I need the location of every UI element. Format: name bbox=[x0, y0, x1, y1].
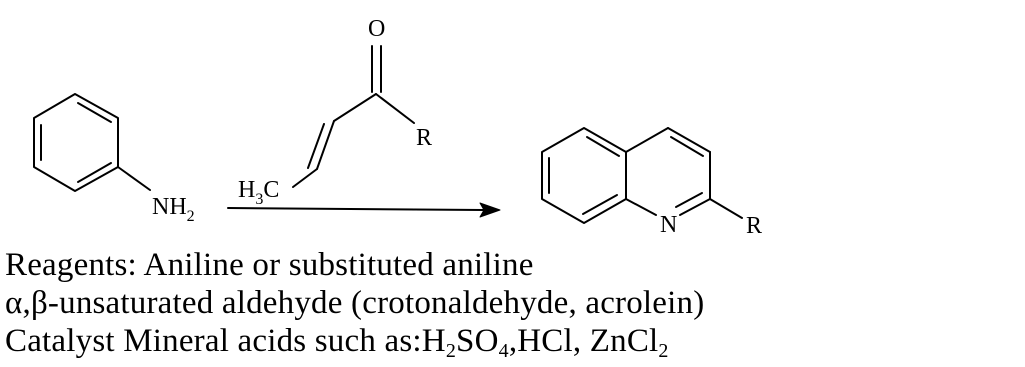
reaction-arrow bbox=[227, 202, 501, 218]
catalyst-subscript: 4 bbox=[498, 340, 509, 362]
catalyst-caption-prefix: Catalyst Mineral acids such as:H bbox=[5, 323, 446, 359]
catalyst-caption-part: SO bbox=[456, 323, 499, 359]
quinoline-inner-bond bbox=[670, 136, 704, 157]
enone-methyl-bond bbox=[292, 168, 318, 188]
catalyst-subscript: 2 bbox=[445, 340, 457, 362]
aniline-structure: NH2 bbox=[33, 93, 195, 225]
catalyst-caption-part: ,HCl, ZnCl bbox=[508, 323, 659, 359]
quinoline-c-r-bond bbox=[709, 198, 743, 219]
reaction-arrow-shaft bbox=[227, 207, 484, 211]
reagents-caption: Reagents: Aniline or substituted aniline bbox=[5, 247, 534, 283]
quinoline-structure: N R bbox=[541, 127, 762, 239]
enone-structure: O R H3C bbox=[238, 16, 432, 208]
aniline-c-n-bond bbox=[117, 166, 151, 191]
quinoline-inner-bond bbox=[586, 136, 620, 157]
aniline-ring bbox=[33, 93, 119, 192]
quinoline-ring-bond bbox=[667, 127, 711, 153]
catalyst-caption: Catalyst Mineral acids such as:H2SO4,HCl… bbox=[5, 323, 669, 367]
enone-c-r-bond bbox=[375, 93, 415, 124]
aniline-inner-bond bbox=[77, 102, 112, 123]
quinoline-c-n-bond bbox=[675, 192, 703, 208]
reaction-scheme-drawing: NH2 O R H3C bbox=[33, 16, 762, 239]
enone-r-label: R bbox=[416, 125, 432, 151]
aldehyde-caption: α,β-unsaturated aldehyde (crotonaldehyde… bbox=[5, 285, 705, 321]
enone-alkene-bond bbox=[316, 120, 335, 170]
quinoline-ring-bond bbox=[625, 127, 669, 153]
catalyst-subscript: 2 bbox=[658, 340, 669, 362]
aniline-amine-label: NH2 bbox=[152, 194, 195, 225]
aniline-inner-bond bbox=[77, 162, 112, 183]
enone-methyl-label: H3C bbox=[238, 177, 279, 208]
quinoline-c-n-bond bbox=[625, 198, 657, 216]
quinoline-nitrogen-label: N bbox=[660, 212, 677, 238]
enone-oxygen-label: O bbox=[368, 16, 385, 42]
quinoline-inner-bond bbox=[582, 194, 618, 215]
quinoline-benzo-ring bbox=[541, 127, 627, 224]
reaction-arrow-head bbox=[479, 202, 501, 218]
enone-c-c-bond bbox=[333, 93, 377, 122]
quinoline-c-n-bond bbox=[679, 198, 711, 216]
enone-alkene-bond bbox=[307, 123, 325, 169]
quinoline-r-label: R bbox=[746, 213, 762, 239]
